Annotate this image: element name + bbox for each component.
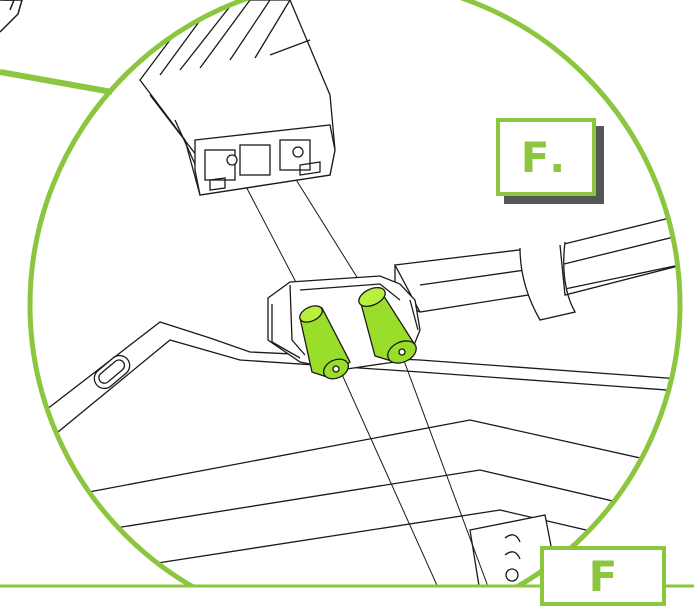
zoom-detail-content [30, 0, 680, 592]
cylindrical-pin-right [358, 286, 417, 364]
assembly-detail-diagram [0, 0, 694, 592]
extrusion-end-face [194, 124, 336, 196]
long-bracket [393, 211, 680, 321]
aluminum-extrusion [139, 0, 336, 196]
plate-slot-hole [93, 354, 131, 390]
zoom-circle [27, 0, 683, 592]
step-label: F. [496, 118, 596, 196]
background-part-fragment [0, 0, 23, 33]
projection-guide-lines [239, 169, 491, 592]
corner-step-label: F [540, 546, 666, 606]
callout-leader-line [0, 69, 113, 95]
cylindrical-pin-left [299, 305, 351, 380]
